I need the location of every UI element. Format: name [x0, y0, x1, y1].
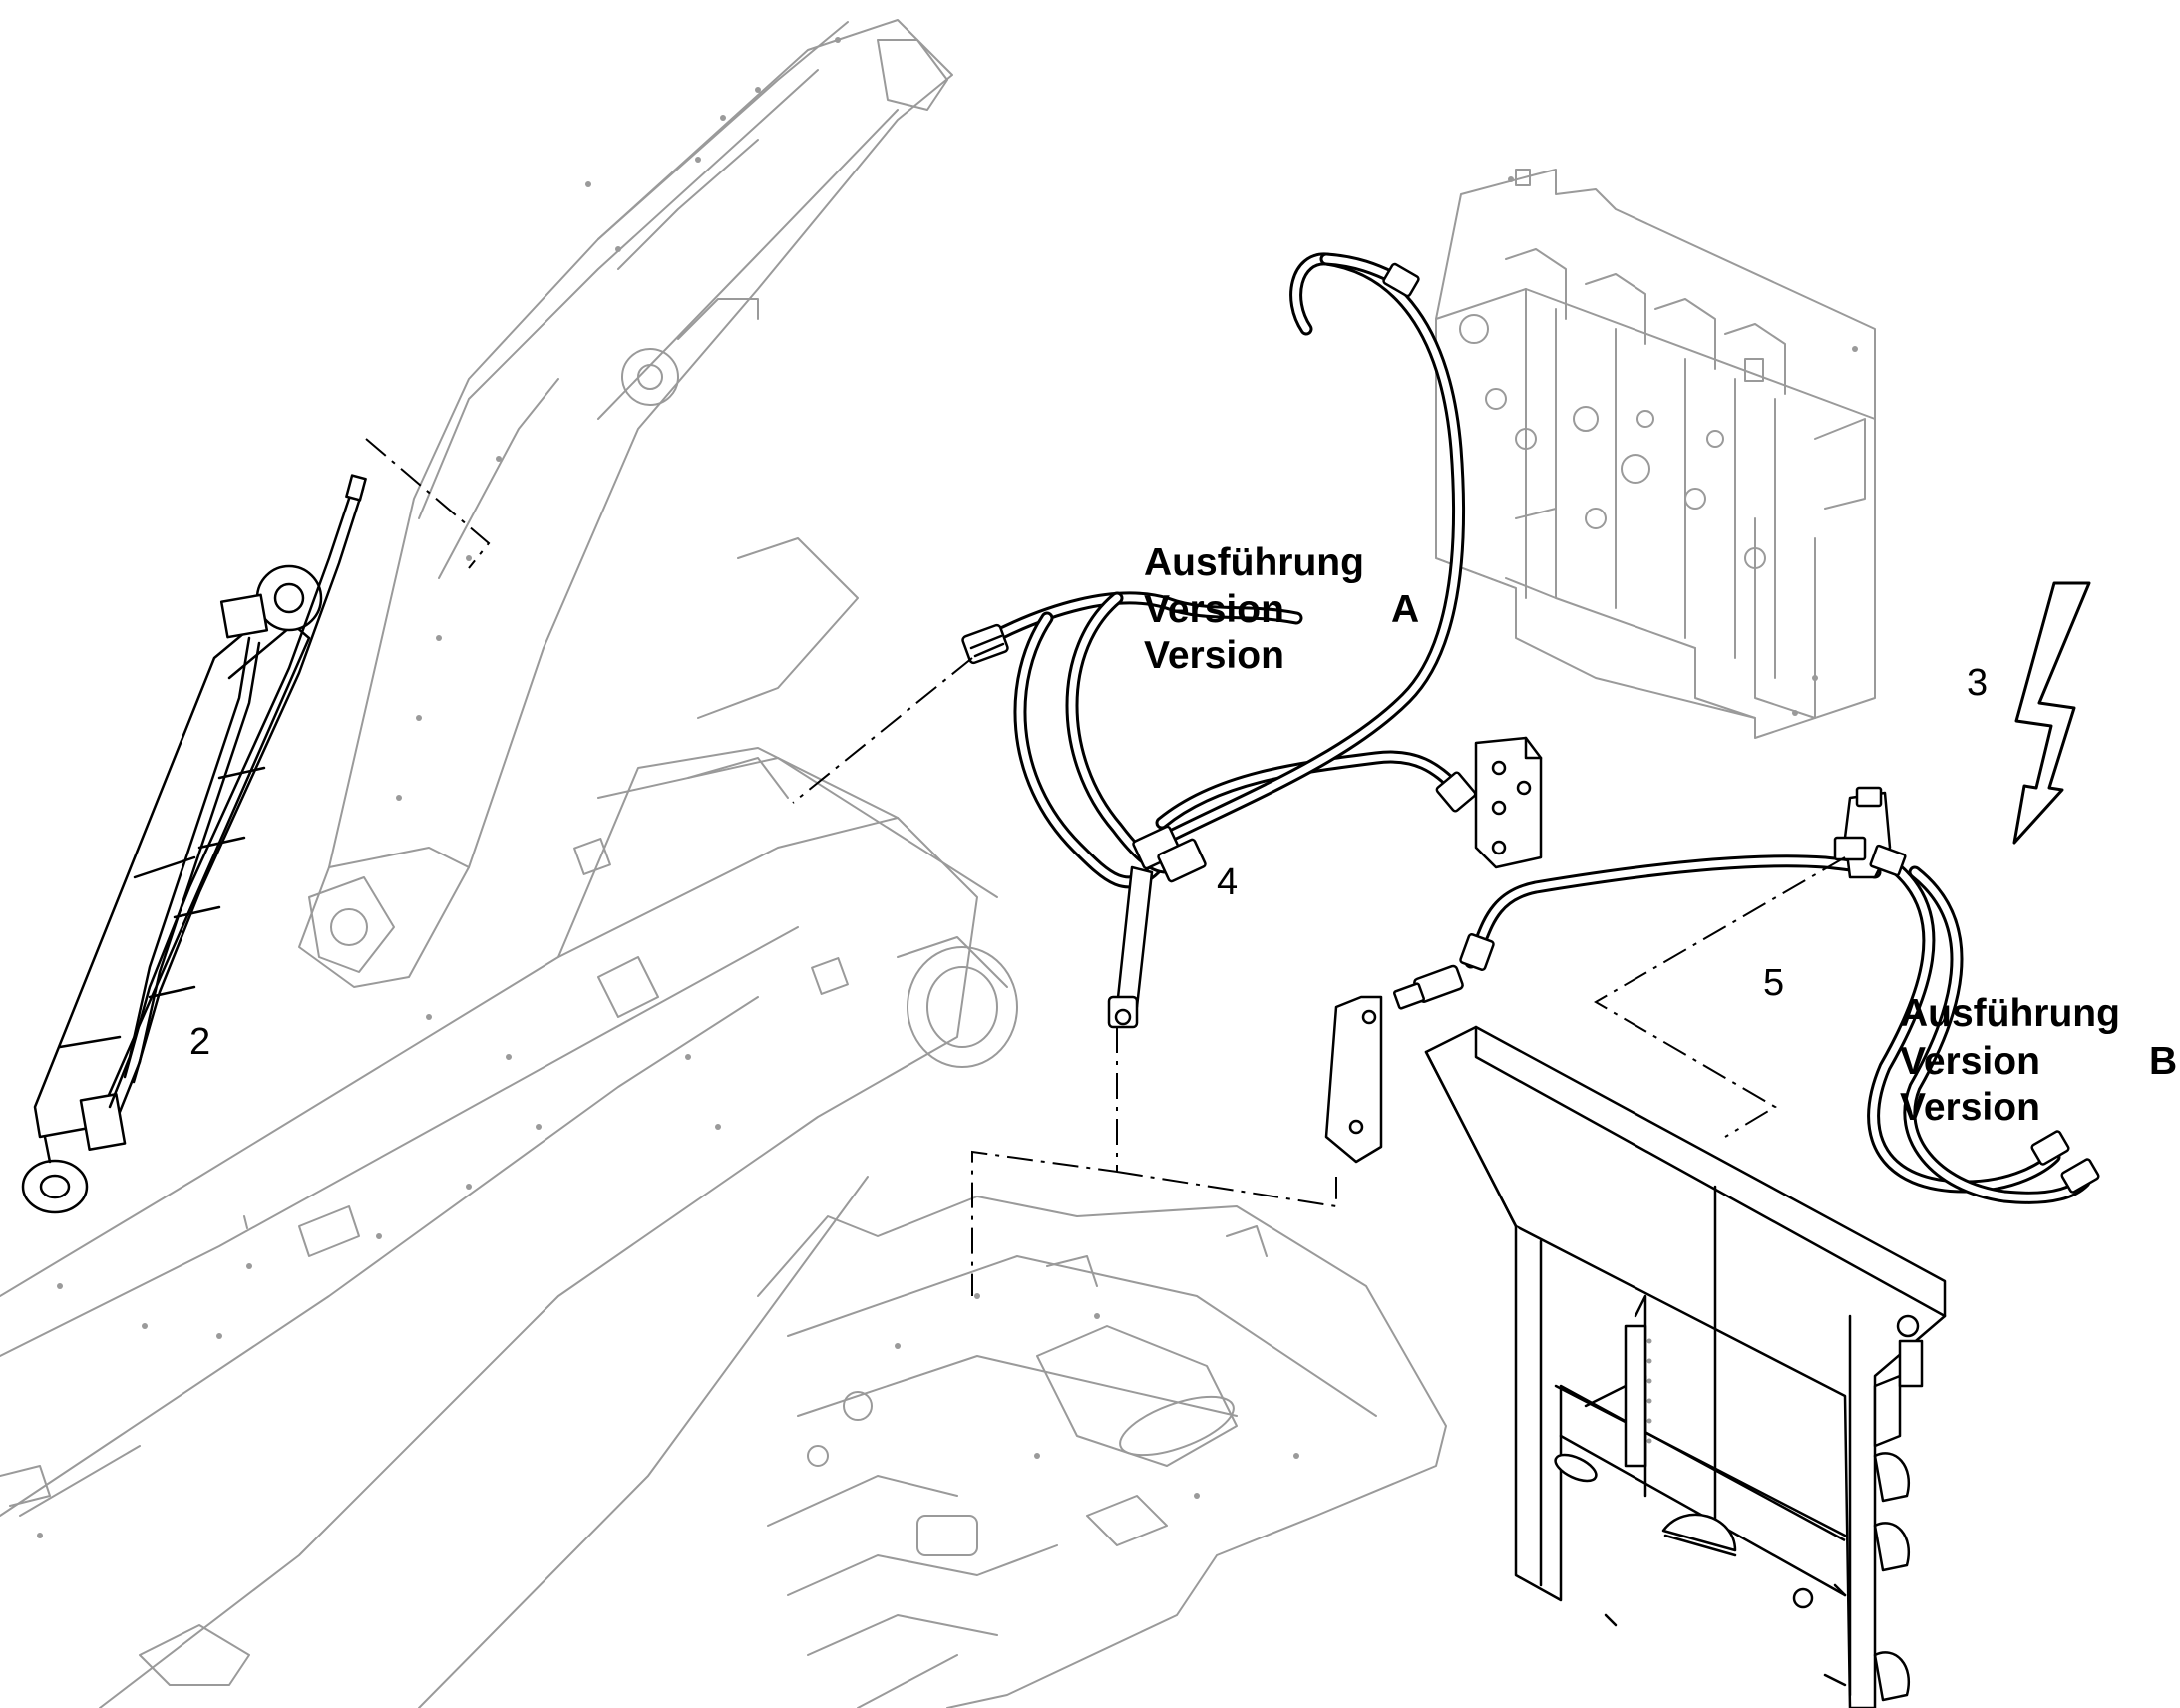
- shuttle-valve: [1474, 736, 1543, 869]
- hose-fitting: [1393, 964, 1464, 1010]
- boom-arm: [298, 19, 953, 988]
- cylinder-pilot-lines: [108, 474, 367, 1114]
- version-b-line3: Version: [1900, 1086, 2040, 1129]
- upper-carriage-frame: [757, 1196, 1447, 1708]
- version-a-label: Ausführung Version Version A: [1144, 541, 1419, 677]
- cylinder-leader-line: [365, 438, 491, 569]
- version-b-line2: Version: [1900, 1040, 2040, 1083]
- callout-item-3: 3: [1967, 662, 1988, 704]
- hose-b-leader-line: [1594, 856, 1846, 1138]
- callout-item-4: 4: [1217, 861, 1238, 903]
- hose-assembly-b: [1459, 786, 2100, 1204]
- hose-a-mount-leader: [971, 1027, 1337, 1296]
- version-a-line2: Version: [1144, 588, 1284, 631]
- hose-assembly-a: [961, 252, 1477, 1029]
- version-a-letter: A: [1391, 588, 1419, 631]
- main-boom: [0, 537, 1018, 1708]
- version-a-line1: Ausführung: [1144, 541, 1364, 584]
- callout-item-2: 2: [189, 1021, 210, 1063]
- boom-cylinder: [21, 564, 323, 1214]
- version-b-label: Ausführung Version Version B: [1900, 992, 2177, 1129]
- mounting-bracket: [1324, 995, 1383, 1164]
- hose-a-leader-line: [792, 657, 973, 804]
- cab-panel-frame: [1424, 1025, 1947, 1708]
- version-a-line3: Version: [1144, 634, 1284, 677]
- version-b-line1: Ausführung: [1900, 992, 2120, 1035]
- control-valve-block: [1435, 169, 1876, 739]
- version-b-letter: B: [2149, 1040, 2177, 1083]
- callout-item-5: 5: [1763, 962, 1784, 1004]
- lightning-arrow-icon: [2012, 581, 2091, 845]
